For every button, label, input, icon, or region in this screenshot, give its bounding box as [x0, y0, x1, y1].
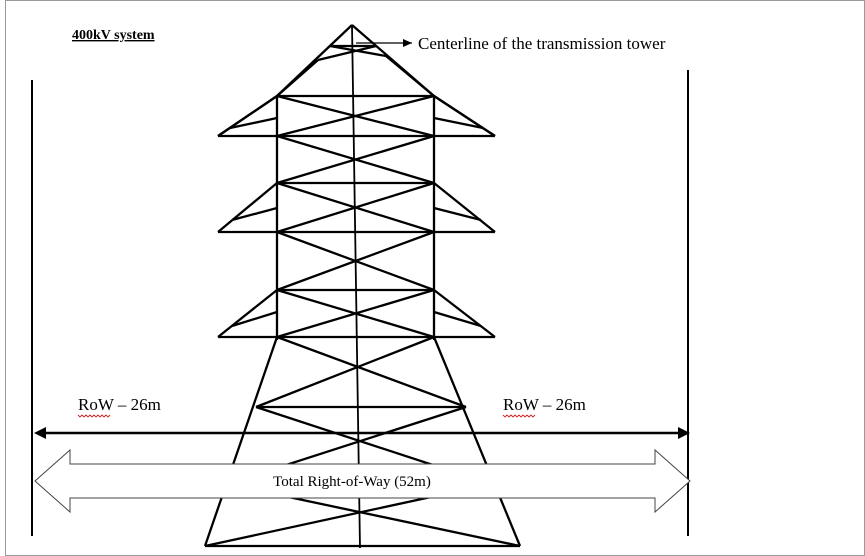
- spellcheck-underline-right: [502, 414, 536, 418]
- row-right-label: RoW – 26m: [503, 395, 586, 414]
- centerline-label: Centerline of the transmission tower: [418, 34, 666, 53]
- double-arrow-icon: [34, 448, 691, 514]
- spellcheck-underline-left: [77, 414, 111, 418]
- row-dimension-right-arrowhead: [678, 427, 690, 439]
- row-dimension-left-arrowhead: [34, 427, 46, 439]
- system-title: 400kV system: [72, 28, 155, 43]
- total-row-label: Total Right-of-Way (52m): [273, 474, 431, 490]
- row-left-label: RoW – 26m: [78, 395, 161, 414]
